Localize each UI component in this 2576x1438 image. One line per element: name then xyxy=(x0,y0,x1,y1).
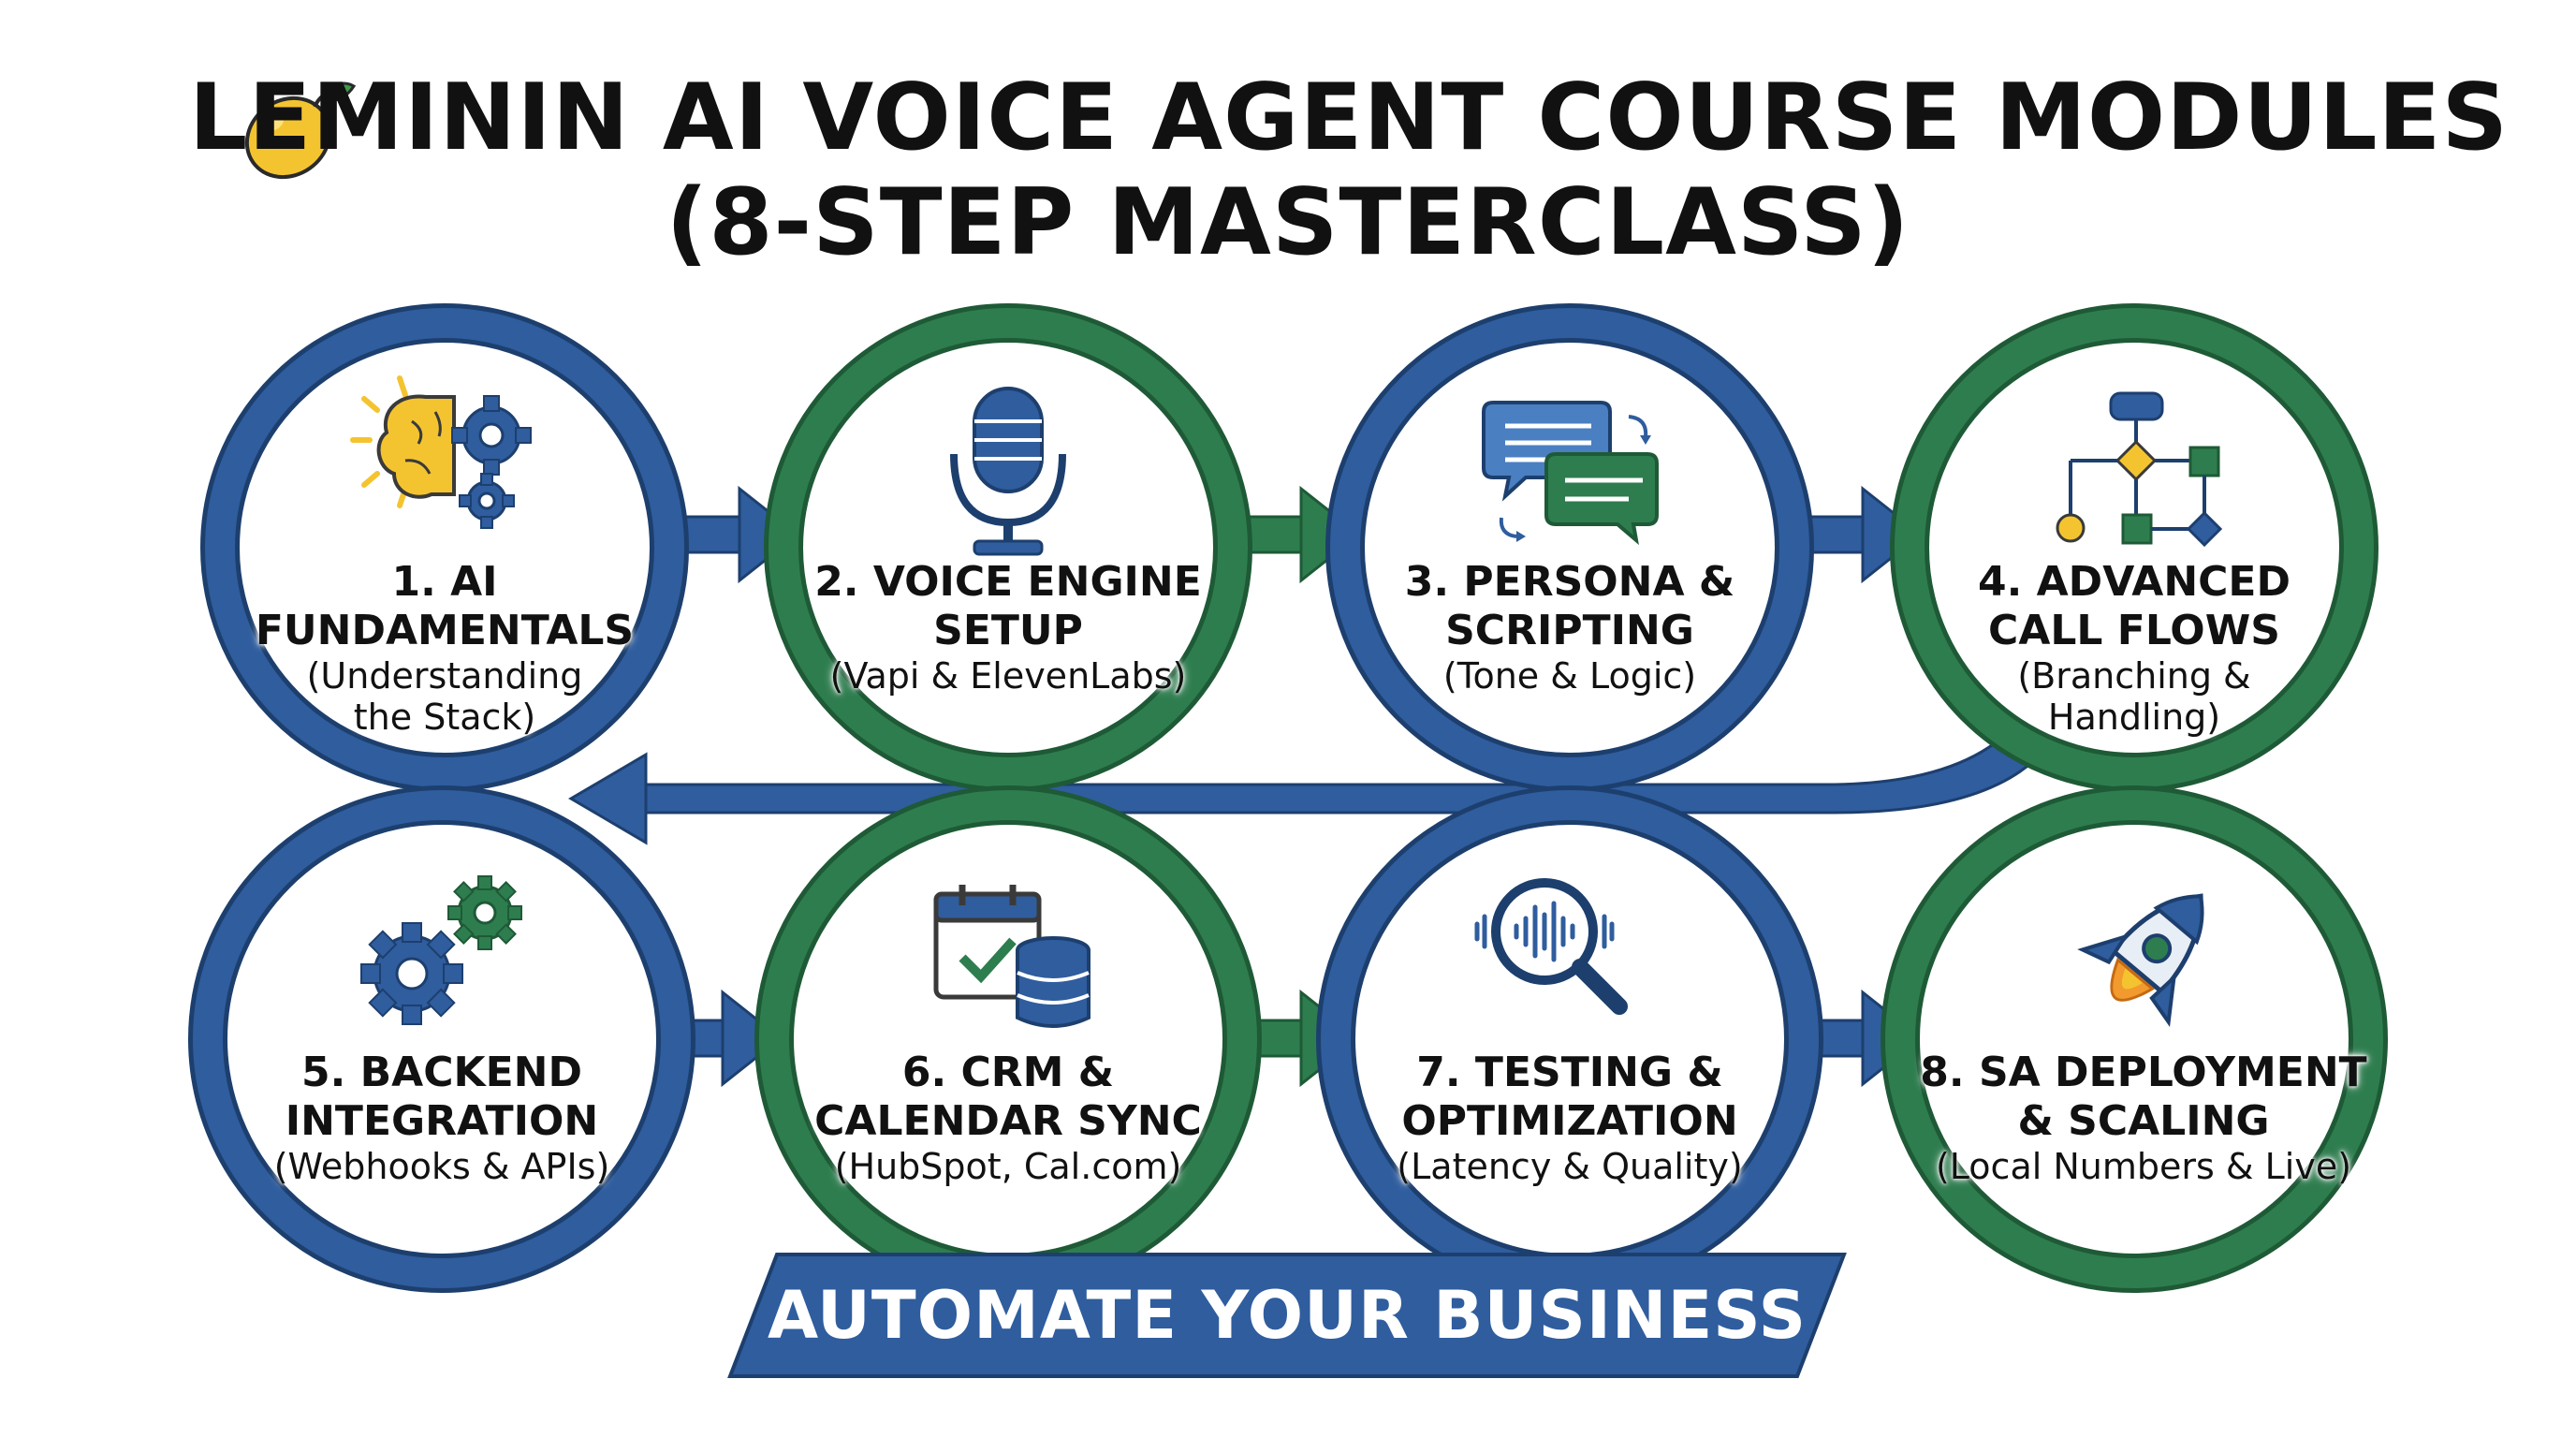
module-label-4: 4. ADVANCED CALL FLOWS (Branching & Hand… xyxy=(1966,558,2303,738)
title-line-1: LEMININ AI VOICE AGENT COURSE MODULES xyxy=(188,65,2510,171)
module-ring-5 xyxy=(188,785,695,1293)
module-ring-7 xyxy=(1316,785,1823,1293)
module-label-6: 6. CRM & CALENDAR SYNC (HubSpot, Cal.com… xyxy=(793,1049,1223,1187)
module-title: 3. PERSONA & SCRIPTING xyxy=(1404,558,1735,654)
magnifier-waveform-icon xyxy=(1474,878,1628,1015)
module-title: 5. BACKEND INTEGRATION xyxy=(285,1049,599,1145)
module-ring-3 xyxy=(1325,303,1814,792)
module-subtitle: (Webhooks & APIs) xyxy=(273,1146,610,1187)
return-arrow-4-5 xyxy=(568,681,2071,845)
brain-gears-icon xyxy=(350,375,532,529)
module-subtitle: (HubSpot, Cal.com) xyxy=(834,1146,1182,1187)
page-title: LEMININ AI VOICE AGENT COURSE MODULES (8… xyxy=(0,66,2576,275)
gears-icon xyxy=(360,875,522,1025)
module-ring-4 xyxy=(1890,303,2378,792)
module-title: 7. TESTING & OPTIMIZATION xyxy=(1401,1049,1738,1145)
module-ring-6 xyxy=(754,785,1262,1293)
module-title: 8. SA DEPLOYMENT & SCALING xyxy=(1920,1049,2367,1145)
microphone-icon xyxy=(950,387,1066,556)
lemon-icon xyxy=(244,81,356,180)
module-label-2: 2. VOICE ENGINE SETUP (Vapi & ElevenLabs… xyxy=(812,558,1205,697)
module-label-8: 8. SA DEPLOYMENT & SCALING (Local Number… xyxy=(1910,1049,2378,1187)
module-subtitle: (Vapi & ElevenLabs) xyxy=(829,655,1187,697)
module-label-3: 3. PERSONA & SCRIPTING (Tone & Logic) xyxy=(1401,558,1738,697)
module-label-5: 5. BACKEND INTEGRATION (Webhooks & APIs) xyxy=(245,1049,638,1187)
module-ring-8 xyxy=(1881,785,2388,1293)
banner-label: AUTOMATE YOUR BUSINESS xyxy=(767,1277,1807,1354)
module-subtitle: (Latency & Quality) xyxy=(1397,1146,1743,1187)
module-title: 2. VOICE ENGINE SETUP xyxy=(814,558,1202,654)
banner-shape xyxy=(727,1253,1847,1378)
module-subtitle: (Branching & Handling) xyxy=(2017,655,2251,738)
title-line-2: (8-STEP MASTERCLASS) xyxy=(666,169,1910,276)
module-label-1: 1. AI FUNDAMENTALS (Understanding the St… xyxy=(220,558,669,738)
rocket-icon xyxy=(2077,893,2204,1027)
module-subtitle: (Local Numbers & Live) xyxy=(1935,1146,2352,1187)
module-subtitle: (Understanding the Stack) xyxy=(306,655,583,738)
module-ring-1 xyxy=(200,303,689,792)
module-title: 4. ADVANCED CALL FLOWS xyxy=(1977,558,2291,654)
module-title: 6. CRM & CALENDAR SYNC xyxy=(814,1049,1202,1145)
module-label-7: 7. TESTING & OPTIMIZATION (Latency & Qua… xyxy=(1364,1049,1776,1187)
flowchart-icon xyxy=(2056,391,2223,548)
module-subtitle: (Tone & Logic) xyxy=(1442,655,1697,697)
chat-bubbles-icon xyxy=(1482,401,1659,546)
calendar-database-icon xyxy=(933,885,1090,1028)
module-title: 1. AI FUNDAMENTALS xyxy=(255,558,635,654)
